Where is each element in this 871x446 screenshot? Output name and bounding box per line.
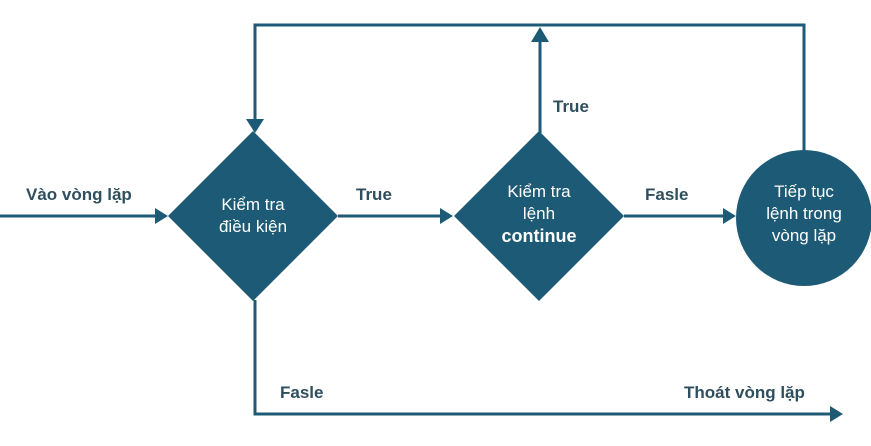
continue-node-line2: lệnh [522, 204, 556, 223]
condition-false-arrow [253, 300, 832, 416]
loop-body-line2: lệnh trong [766, 204, 842, 223]
condition-false-label: Fasle [280, 383, 324, 402]
continue-true-arrowhead [531, 27, 549, 42]
loop-back-arrowhead [246, 119, 264, 133]
continue-node-text: Kiểm tra lệnh continue [479, 181, 599, 247]
condition-true-label: True [356, 185, 392, 204]
loop-body-line1: Tiếp tục [774, 182, 834, 201]
continue-true-label: True [553, 97, 589, 116]
continue-node-line1: Kiểm tra [507, 182, 571, 201]
entry-arrowhead [155, 208, 168, 224]
loop-body-line3: vòng lặp [771, 226, 837, 245]
exit-arrowhead [830, 406, 843, 422]
exit-label: Thoát vòng lặp [684, 383, 805, 402]
continue-false-arrowhead [723, 208, 736, 224]
condition-node-line1: Kiểm tra [221, 195, 285, 214]
condition-node-text: Kiểm tra điều kiện [193, 194, 313, 238]
condition-diamond [168, 131, 338, 301]
condition-true-arrowhead [440, 208, 453, 224]
continue-false-label: Fasle [645, 185, 689, 204]
continue-node-keyword: continue [501, 226, 577, 246]
continue-check-diamond [454, 131, 624, 301]
condition-node-line2: điều kiện [218, 217, 288, 236]
entry-label: Vào vòng lặp [26, 185, 132, 204]
loop-body-text: Tiếp tục lệnh trong vòng lặp [744, 181, 864, 247]
loop-body-circle [736, 150, 871, 286]
loop-back-line [253, 23, 806, 152]
